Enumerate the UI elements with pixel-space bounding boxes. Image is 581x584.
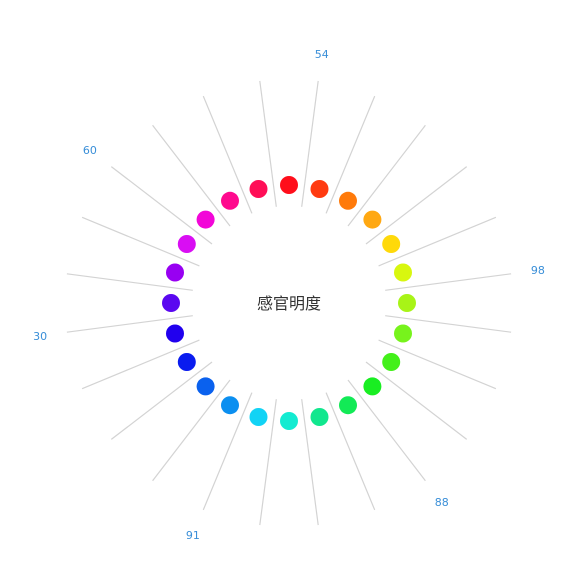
color-dot xyxy=(221,191,239,210)
ray-line xyxy=(301,80,319,207)
color-dot xyxy=(310,180,329,198)
ray-line xyxy=(325,392,376,511)
rays-layer xyxy=(66,80,512,526)
ray-line xyxy=(365,166,468,245)
color-dot xyxy=(280,176,298,194)
color-dot xyxy=(339,191,357,210)
ray-line xyxy=(152,379,231,482)
color-dot xyxy=(166,324,184,343)
value-label: 54 xyxy=(315,48,329,61)
ray-line xyxy=(301,399,319,526)
color-dot xyxy=(363,377,382,396)
color-dot xyxy=(166,263,184,282)
value-label: 91 xyxy=(186,529,200,542)
center-title: 感官明度 xyxy=(257,294,321,313)
ray-line xyxy=(259,80,277,207)
ray-line xyxy=(347,379,426,482)
labels-layer: 54 98 88 91 30 60 xyxy=(33,48,545,542)
ray-line xyxy=(81,339,200,390)
ray-line xyxy=(325,95,376,214)
color-dot xyxy=(196,210,215,229)
color-dot xyxy=(310,408,329,426)
value-label: 98 xyxy=(531,264,545,277)
ray-line xyxy=(347,124,426,227)
ray-line xyxy=(385,273,512,291)
ray-line xyxy=(385,315,512,333)
color-dot xyxy=(249,180,268,198)
color-dot xyxy=(382,235,401,253)
color-dot xyxy=(398,294,416,312)
ray-line xyxy=(259,399,277,526)
color-dot xyxy=(280,412,298,430)
color-dot xyxy=(177,353,196,371)
color-dot xyxy=(382,353,401,371)
color-dot xyxy=(394,324,412,343)
ray-line xyxy=(81,216,200,267)
color-dot xyxy=(249,408,268,426)
color-dot xyxy=(162,294,180,312)
value-label: 60 xyxy=(83,144,97,157)
dots-layer xyxy=(162,176,416,430)
color-dot xyxy=(196,377,215,396)
color-dot xyxy=(363,210,382,229)
ray-line xyxy=(202,392,253,511)
color-dot xyxy=(221,396,239,415)
ray-line xyxy=(202,95,253,214)
ray-line xyxy=(378,339,497,390)
color-dot xyxy=(394,263,412,282)
color-dot xyxy=(177,235,196,253)
value-label: 30 xyxy=(33,330,47,343)
ray-line xyxy=(365,361,468,440)
ray-line xyxy=(66,315,193,333)
ray-line xyxy=(110,361,213,440)
ray-line xyxy=(66,273,193,291)
ray-line xyxy=(110,166,213,245)
color-dot xyxy=(339,396,357,415)
ray-line xyxy=(378,216,497,267)
ray-line xyxy=(152,124,231,227)
value-label: 88 xyxy=(435,496,449,509)
